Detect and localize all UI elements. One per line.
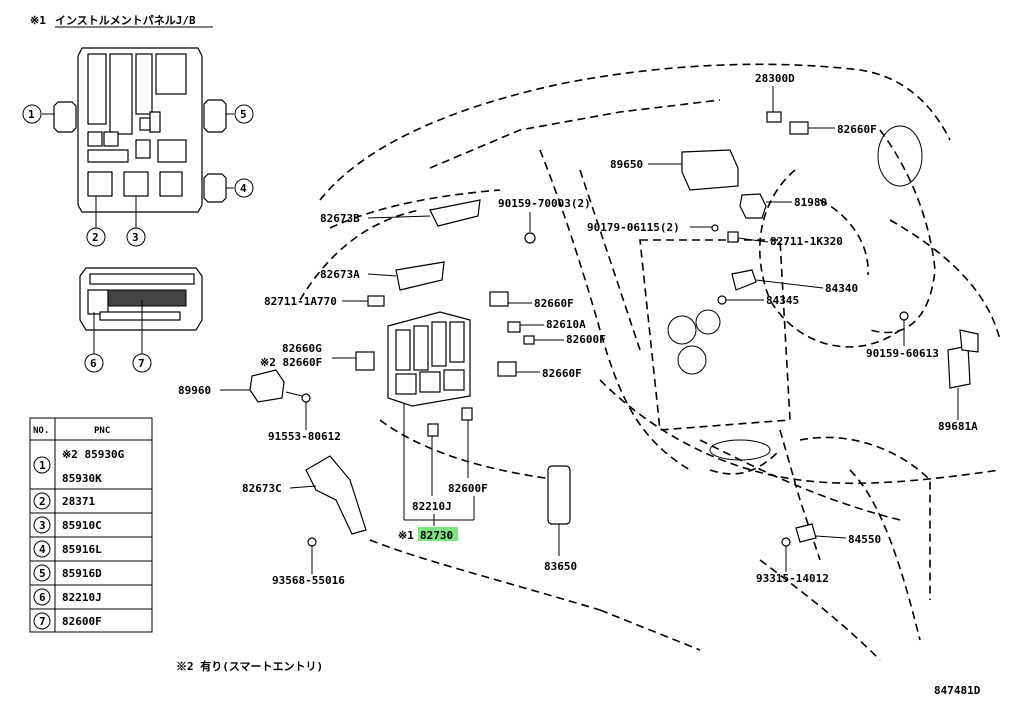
part-89650-shape [681, 149, 739, 191]
table-row-3-pnc: 85910C [62, 519, 102, 532]
part-82673c-shape [305, 455, 367, 535]
label-93315-14012: 93315-14012 [756, 572, 829, 585]
label-28300d: 28300D [755, 72, 795, 85]
highlight-82730 [418, 527, 458, 541]
label-90159-60613: 90159-60613 [866, 347, 939, 360]
table-row-1-pnc-b: 85930K [62, 472, 102, 485]
label-82673c: 82673C [242, 482, 282, 495]
part-28300d-shape [766, 111, 782, 123]
header-title: インストルメントパネルJ/B [55, 14, 196, 27]
label-82210j: 82210J [412, 500, 452, 513]
label-90159-70003: 90159-70003(2) [498, 197, 591, 210]
table-row-4-pnc: 85916L [62, 543, 102, 556]
table-row-2-no: 2 [39, 495, 46, 508]
table-row-1-pnc-a: ※2 85930G [62, 448, 125, 461]
label-84550: 84550 [848, 533, 881, 546]
part-82673a-shape [395, 261, 445, 291]
label-82711-1a770: 82711-1A770 [264, 295, 337, 308]
label-82660g: 82660G [282, 342, 322, 355]
table-header-pnc: PNC [94, 426, 110, 436]
instrument-panel-jb-top [53, 47, 227, 213]
table-row-4-no: 4 [39, 543, 46, 556]
table-row-6-pnc: 82210J [62, 591, 102, 604]
callout-1: 1 [28, 108, 35, 121]
callout-7: 7 [138, 357, 145, 370]
label-84345: 84345 [766, 294, 799, 307]
callout-5: 5 [240, 108, 247, 121]
instrument-panel-jb-side [79, 267, 203, 331]
table-row-6-no: 6 [39, 591, 46, 604]
part-82673b-shape [429, 199, 481, 227]
dashboard-outline [299, 63, 1001, 661]
label-82600f-mid: 82600F [566, 333, 606, 346]
diagram-id: 847481D [934, 684, 981, 697]
label-82660f-mid: 82660F [534, 297, 574, 310]
table-row-5-pnc: 85916D [62, 567, 102, 580]
callout-4: 4 [240, 182, 247, 195]
part-89960-shape [249, 369, 285, 403]
table-header-no: NO. [33, 426, 49, 436]
part-83650-shape [547, 465, 571, 525]
label-82600f-lower: 82600F [448, 482, 488, 495]
label-90179-06115: 90179-06115(2) [587, 221, 680, 234]
label-82660f-lower: 82660F [542, 367, 582, 380]
label-82660f-smart: ※2 82660F [260, 356, 322, 369]
label-82673a: 82673A [320, 268, 360, 281]
label-82673b: 82673B [320, 212, 360, 225]
label-89650: 89650 [610, 158, 643, 171]
table-row-5-no: 5 [39, 567, 46, 580]
table-row-7-no: 7 [39, 615, 46, 628]
label-81980: 81980 [794, 196, 827, 209]
label-93568-55016: 93568-55016 [272, 574, 345, 587]
junction-block-82730 [387, 311, 471, 407]
label-89681a: 89681A [938, 420, 978, 433]
label-82610a: 82610A [546, 318, 586, 331]
label-82711-1k320: 82711-1K320 [770, 235, 843, 248]
label-82660f-top: 82660F [837, 123, 877, 136]
label-91553-80612: 91553-80612 [268, 430, 341, 443]
pnc-table: NO. PNC 1 ※2 85930G 85930K 2 28371 3 859… [29, 417, 153, 633]
label-89960: 89960 [178, 384, 211, 397]
callout-6: 6 [90, 357, 97, 370]
table-row-7-pnc: 82600F [62, 615, 102, 628]
table-row-1-no: 1 [39, 459, 46, 472]
callout-2: 2 [92, 231, 99, 244]
label-82730[interactable]: 82730 [420, 529, 453, 542]
table-row-2-pnc: 28371 [62, 495, 95, 508]
header-ref-mark: ※1 [30, 14, 46, 27]
footnote: ※2 有り(スマートエントリ) [176, 659, 323, 673]
table-row-3-no: 3 [39, 519, 46, 532]
label-84340: 84340 [825, 282, 858, 295]
callout-3: 3 [132, 231, 139, 244]
label-83650: 83650 [544, 560, 577, 573]
label-82730-mark: ※1 [398, 529, 414, 542]
